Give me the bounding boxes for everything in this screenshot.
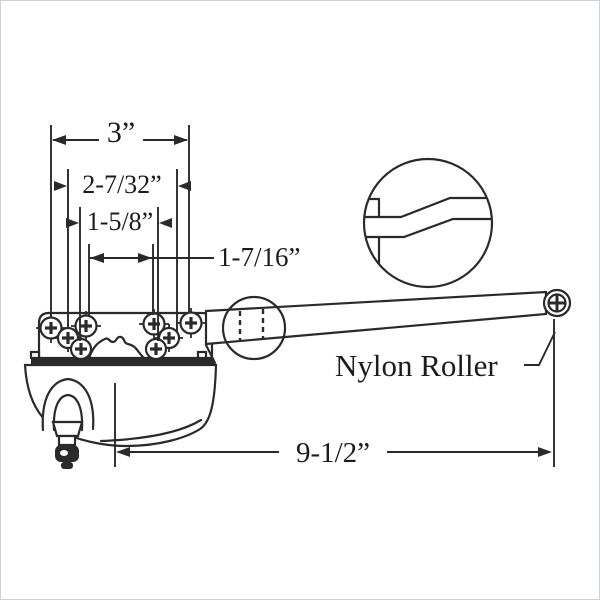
nylon-roller-label: Nylon Roller: [335, 348, 498, 383]
dimension-label-1-5-8: 1-5/8”: [87, 207, 153, 236]
arrowhead-right-inward: [66, 218, 79, 228]
arrowhead-right: [538, 447, 552, 457]
phillips-screw-icon: [144, 337, 168, 361]
crank-nut-highlight: [60, 450, 68, 456]
operator-arm: [204, 290, 548, 365]
mounting-flange: [29, 350, 214, 365]
detail-circle-small: [221, 295, 287, 361]
callout-leader-line: [524, 331, 556, 366]
crank-shaft-boss: [51, 420, 84, 438]
crank-handle-stub: [41, 377, 95, 469]
dimension-label-9-1-2: 9-1/2”: [296, 437, 370, 469]
arrowhead-right-inward: [54, 181, 67, 191]
dimension-label-2-7-32: 2-7/32”: [82, 170, 161, 199]
nylon-roller: [542, 288, 572, 318]
arrowhead-left: [90, 253, 104, 263]
detail-circle-large-outline: [362, 157, 494, 289]
dimension-9-1-2: 9-1/2”: [116, 437, 552, 469]
flange-ear-left: [29, 350, 41, 360]
flange-bar: [31, 358, 214, 365]
phillips-screw-icon: [36, 313, 66, 343]
arrowhead-left: [116, 447, 130, 457]
phillips-screw-icon: [139, 309, 169, 339]
dimension-2-7-32: 2-7/32”: [54, 170, 191, 199]
flange-ear-right: [196, 350, 208, 360]
detail-circle-small-outline: [221, 295, 287, 361]
dimension-3in: 3”: [52, 116, 188, 149]
plate-break-squiggle: [87, 335, 146, 360]
arm-pivot-shoulder: [204, 343, 217, 365]
phillips-screw-icon: [176, 308, 206, 338]
detail-circle-large: [362, 157, 494, 289]
mounting-screws: [36, 308, 206, 361]
dimension-1-5-8: 1-5/8”: [66, 207, 172, 236]
dimension-label-1-7-16: 1-7/16”: [218, 242, 300, 272]
arrowhead-right: [138, 253, 152, 263]
nylon-roller-callout: Nylon Roller: [335, 331, 556, 383]
arrowhead-left-inward: [159, 218, 172, 228]
dimension-1-7-16: 1-7/16”: [90, 242, 300, 272]
extension-lines: [50, 125, 555, 467]
housing-inner-rim: [99, 418, 203, 443]
dimension-label-3in: 3”: [107, 116, 135, 149]
arrowhead-left: [52, 135, 66, 145]
arrowhead-right: [174, 135, 188, 145]
arrowhead-left-inward: [178, 181, 191, 191]
phillips-screw-icon: [69, 337, 93, 361]
crank-shaft-neck: [57, 434, 77, 447]
arm-outline: [204, 290, 548, 346]
crank-nut-tip: [61, 462, 73, 469]
